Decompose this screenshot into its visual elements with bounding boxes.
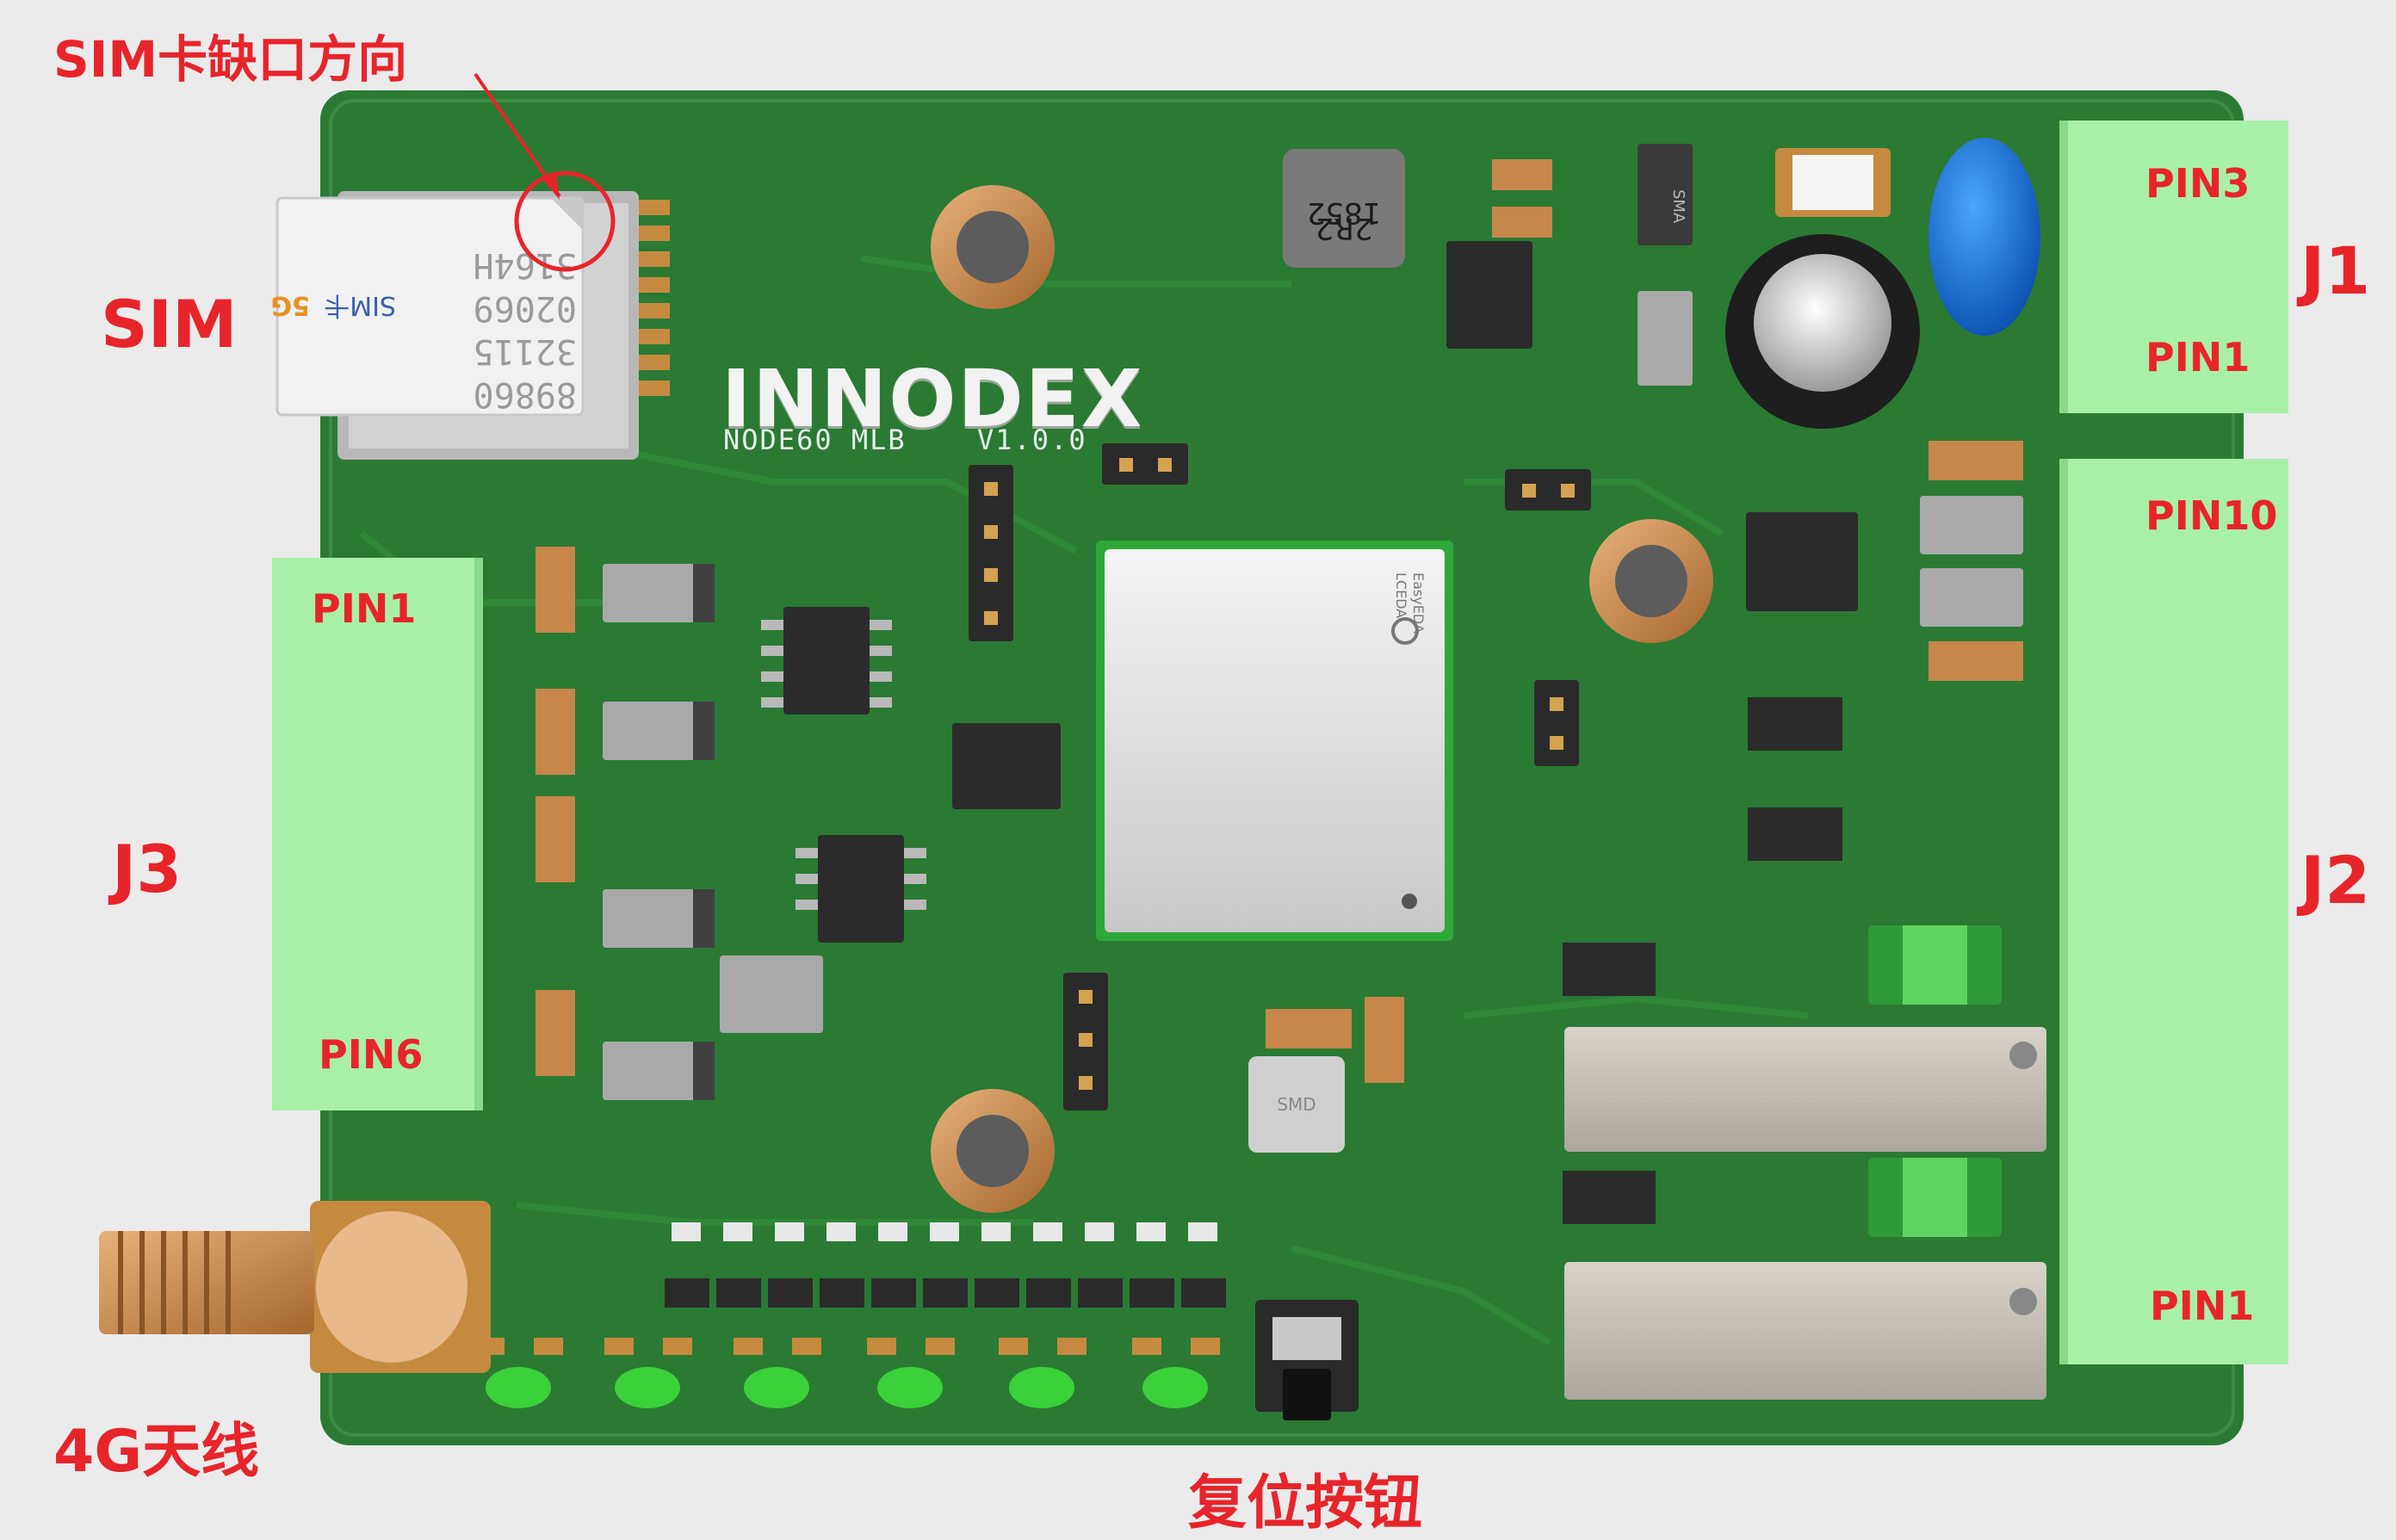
inductor-2r2 [1283,149,1405,268]
inductor-2r2-label: 2R2 [1316,211,1373,245]
board-version-label: V1.0.0 [977,424,1087,456]
ic-u9 [1563,1171,1656,1224]
j1-terminal [2059,121,2288,413]
sim-line-3: 02069 [474,288,577,328]
j3-pin6-label: PIN6 [319,1031,424,1078]
sim-notch-annotation: SIM卡缺口方向 [53,30,408,89]
sma-connector [99,1201,491,1373]
innodex-logo: INNODEX [721,353,1144,445]
reset-annotation: 复位按钮 [1188,1469,1423,1537]
diode-sma-label: SMA [1669,189,1687,224]
relay-1 [1564,1027,2046,1152]
sim-line-1: 89860 [474,374,577,414]
sim-annotation: SIM [101,286,238,362]
ic-u1 [783,607,870,714]
j1-pin3-label: PIN3 [2145,160,2251,207]
ic-u8 [1563,943,1656,996]
j2-annotation: J2 [2300,842,2371,918]
ic-u3 [818,835,904,943]
relay-2 [1564,1262,2046,1400]
sim-brand-label: SIM卡 [324,290,396,320]
reset-button-part [1255,1300,1359,1420]
varistor-blue [1929,138,2040,336]
sim-card-text: 89860 32115 02069 3164H SIM卡 5G [271,245,578,414]
sim-holder [276,191,670,460]
ic-u6 [1748,697,1842,751]
ic-u4 [1446,241,1532,349]
pin-headers [969,443,1591,1110]
mounting-holes [931,185,1713,1213]
main-module [1096,541,1453,941]
inductor-smd [1248,1056,1345,1153]
ic-u2 [952,723,1061,809]
sim-notch-circle [514,170,616,272]
ic-u5 [1746,512,1858,611]
j1-pin1-label: PIN1 [2145,334,2251,380]
j2-pin1-label: PIN1 [2150,1283,2255,1329]
board-model-label: NODE60 MLB [723,424,907,456]
module-marking-lceda: LCEDA [1393,572,1409,618]
antenna-annotation: 4G天线 [53,1418,260,1486]
inductor-1852-label: 1852 [1307,195,1382,230]
j2-terminal [2059,459,2288,1364]
status-leds [486,1367,1208,1408]
j1-annotation: J1 [2300,232,2371,309]
j2-pin10-label: PIN10 [2145,492,2278,539]
j3-terminal [272,558,483,1110]
inductor-smd-label: SMD [1277,1094,1316,1115]
sim-line-2: 32115 [474,331,577,371]
diode-sma [1638,144,1693,245]
module-marking-easyeda: EasyEDA [1410,572,1427,634]
j3-annotation: J3 [112,831,183,907]
ic-u7 [1748,807,1842,861]
sim-5g-label: 5G [271,290,311,320]
j3-pin1-label: PIN1 [312,585,417,632]
